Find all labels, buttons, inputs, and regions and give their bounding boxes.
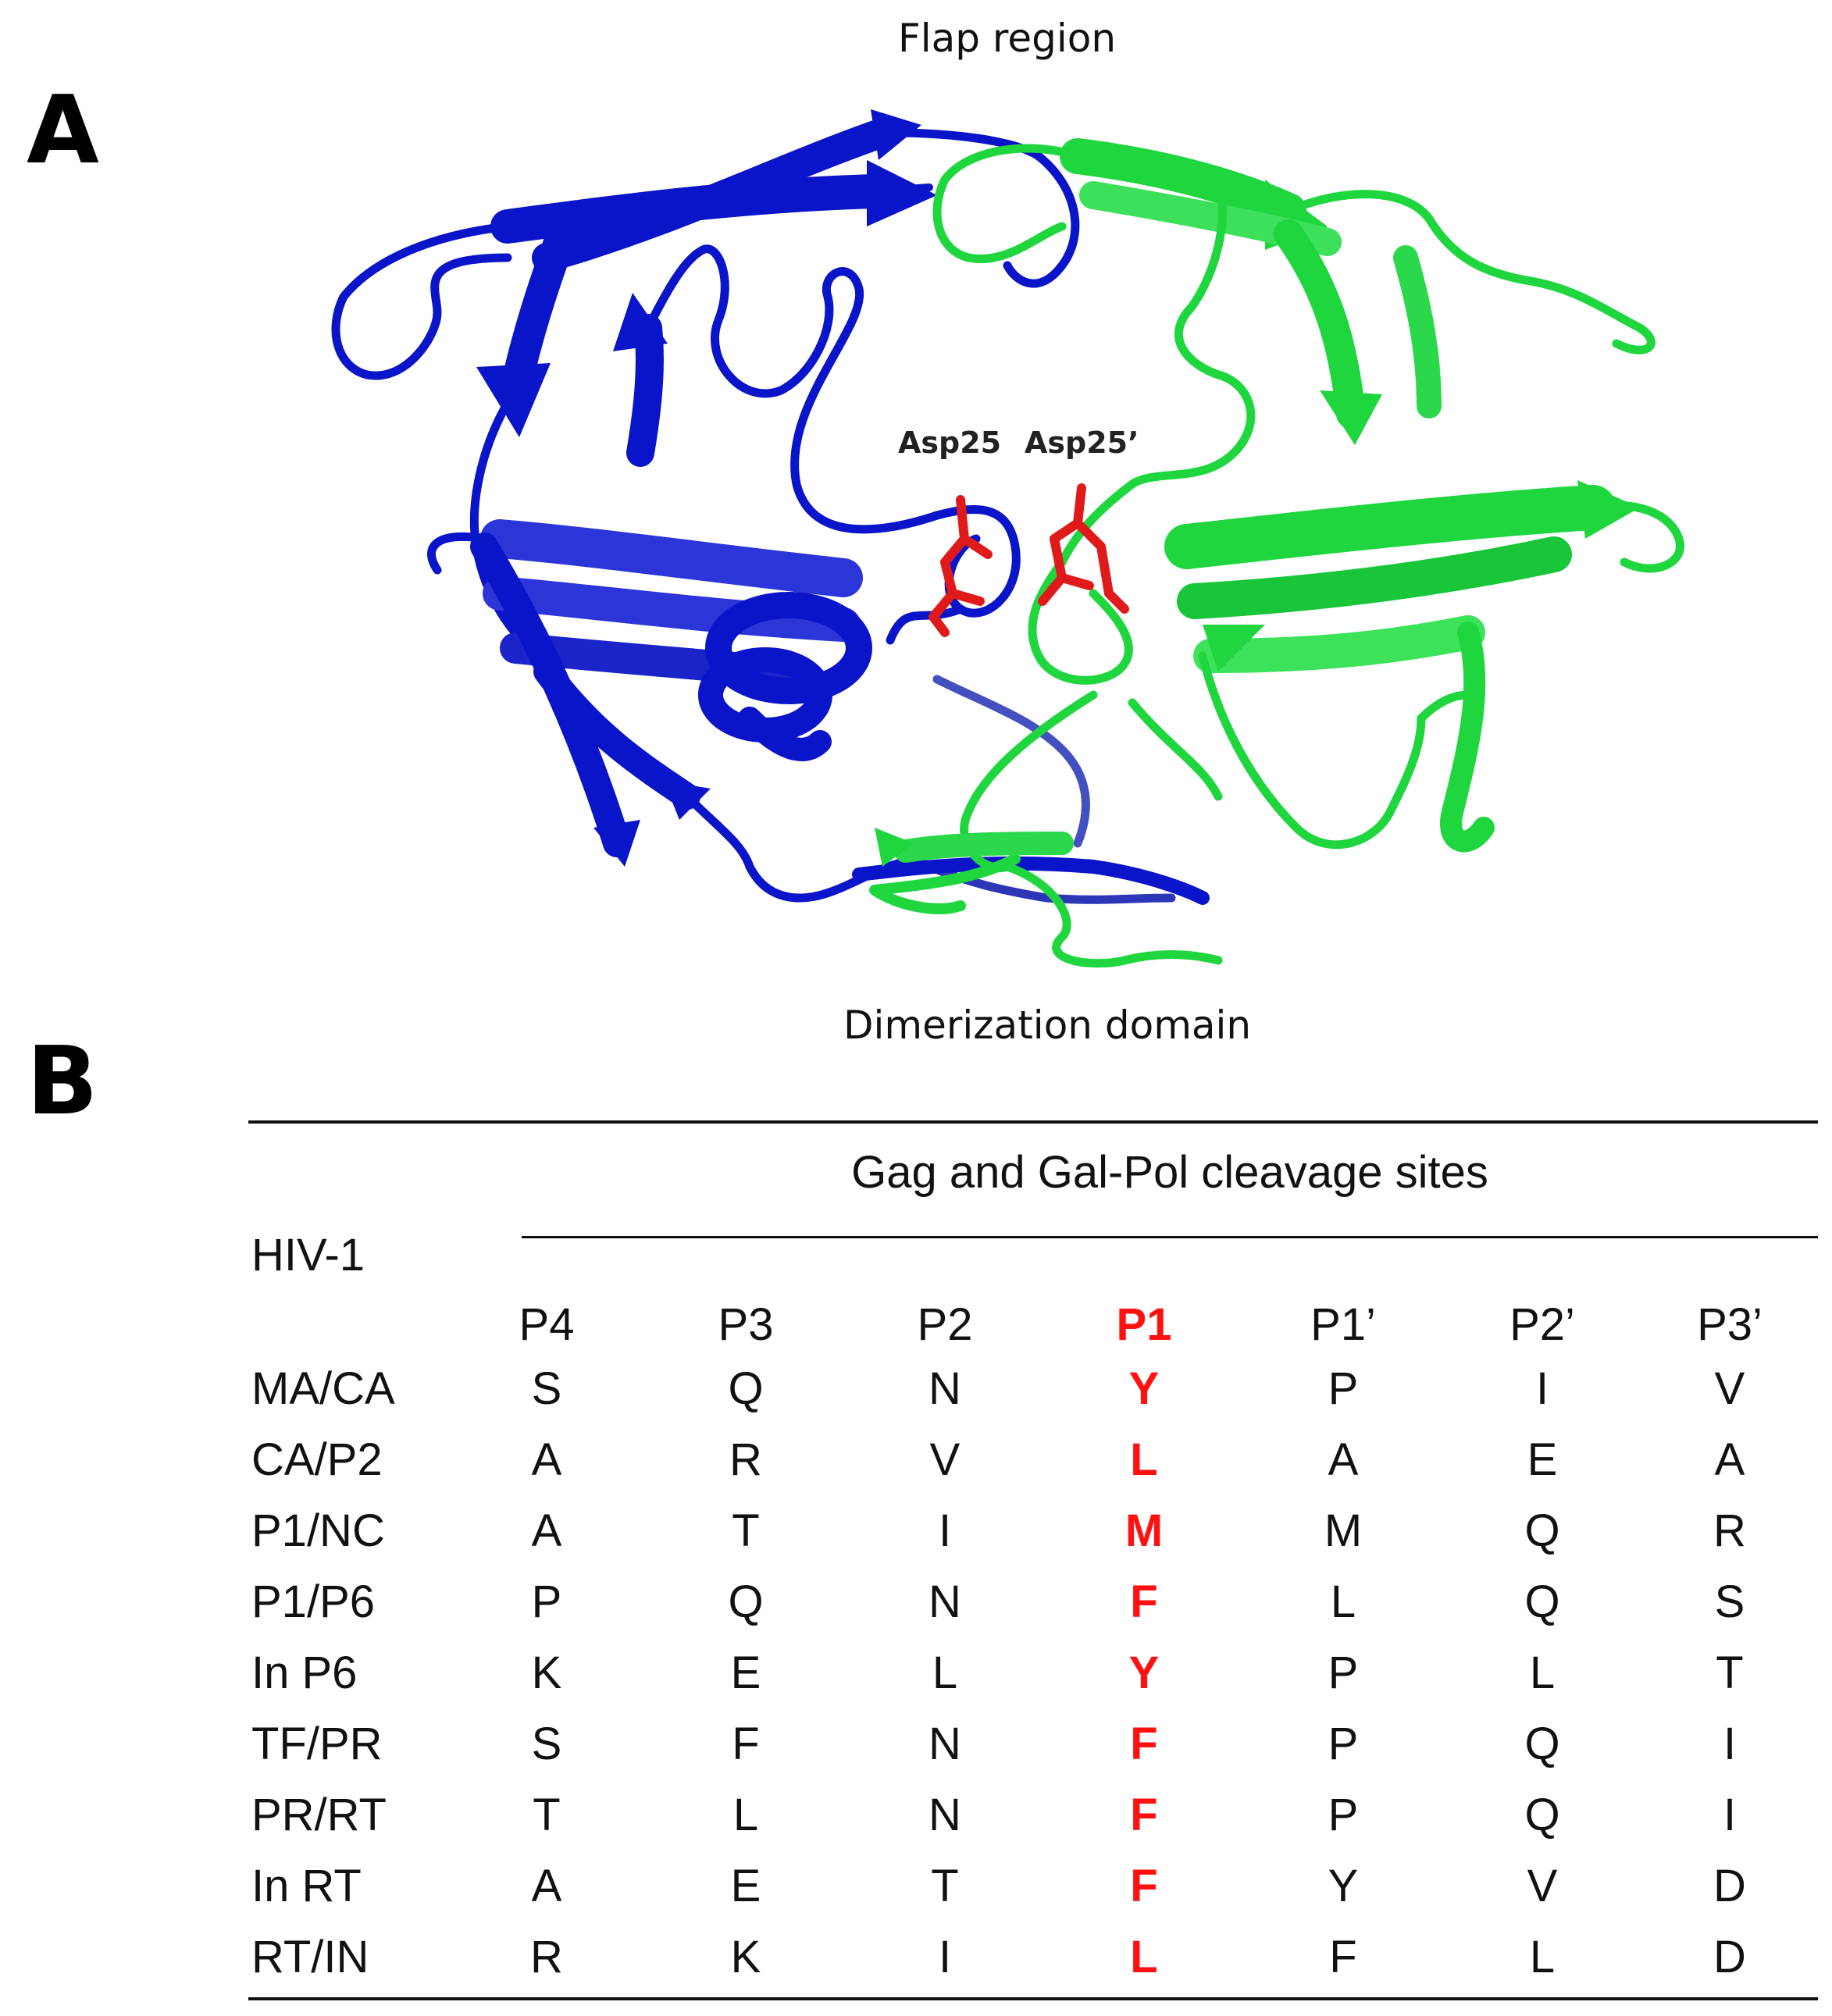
- residue-cell: L: [932, 1647, 958, 1698]
- panel-a-letter: A: [27, 77, 99, 185]
- row-label: In P6: [251, 1647, 358, 1698]
- residue-cell: V: [929, 1434, 961, 1485]
- panel-b-letter: B: [27, 1028, 98, 1136]
- residue-cell: S: [531, 1719, 562, 1769]
- residue-cell: L: [732, 1790, 759, 1840]
- residue-cell: R: [1713, 1505, 1746, 1556]
- residue-cell: I: [1535, 1363, 1549, 1414]
- residue-cell: T: [533, 1790, 561, 1840]
- residue-cell: L: [1130, 1434, 1158, 1485]
- residue-cell: T: [1716, 1647, 1744, 1698]
- column-header: P3: [718, 1299, 774, 1350]
- row-label: PR/RT: [251, 1790, 387, 1840]
- residue-cell: L: [1330, 1576, 1356, 1627]
- residue-cell: Q: [1524, 1790, 1560, 1840]
- residue-cell: Q: [728, 1363, 764, 1414]
- residue-cell: M: [1125, 1505, 1164, 1556]
- residue-cell: R: [729, 1434, 762, 1485]
- row-label: MA/CA: [251, 1363, 395, 1414]
- residue-cell: Y: [1328, 1861, 1359, 1911]
- monomer-2-ribbon: [869, 138, 1684, 968]
- residue-cell: P: [1328, 1363, 1359, 1414]
- residue-cell: N: [928, 1719, 961, 1769]
- table-bottom-rule: [248, 1997, 1818, 2000]
- residue-cell: S: [531, 1363, 562, 1414]
- residue-cell: I: [1723, 1719, 1737, 1769]
- row-label: TF/PR: [251, 1719, 383, 1769]
- residue-cell: L: [1529, 1932, 1556, 1982]
- table-header-rule: [522, 1236, 1818, 1238]
- residue-cell: E: [1527, 1434, 1558, 1485]
- monomer-1-ribbon: [331, 109, 1210, 905]
- residue-cell: N: [928, 1790, 961, 1840]
- residue-cell: E: [730, 1861, 761, 1911]
- residue-cell: V: [1714, 1363, 1745, 1414]
- row-label: P1/NC: [251, 1505, 385, 1556]
- residue-cell: M: [1324, 1505, 1363, 1556]
- organism-label: HIV-1: [251, 1230, 365, 1280]
- residue-cell: D: [1713, 1861, 1746, 1911]
- column-header: P2’: [1509, 1299, 1575, 1350]
- residue-cell: P: [531, 1576, 562, 1627]
- residue-cell: L: [1529, 1647, 1556, 1698]
- residue-cell: P: [1328, 1647, 1359, 1698]
- residue-cell: P: [1328, 1790, 1359, 1840]
- residue-cell: T: [732, 1505, 760, 1556]
- column-header: P1: [1116, 1299, 1172, 1350]
- residue-cell: A: [531, 1434, 562, 1485]
- asp25-prime-label: Asp25’: [1025, 426, 1139, 460]
- residue-cell: Q: [1524, 1576, 1560, 1627]
- residue-cell: Q: [1524, 1719, 1560, 1769]
- residue-cell: K: [730, 1932, 761, 1982]
- row-label: P1/P6: [251, 1576, 375, 1627]
- column-header: P1’: [1310, 1299, 1376, 1350]
- asp25-side-chains: [928, 483, 1129, 637]
- residue-cell: Y: [1128, 1363, 1160, 1414]
- column-header: P4: [519, 1299, 575, 1350]
- residue-cell: F: [1329, 1932, 1357, 1982]
- column-header: P2: [917, 1299, 973, 1350]
- residue-cell: S: [1714, 1576, 1745, 1627]
- row-label: CA/P2: [251, 1434, 383, 1485]
- residue-cell: F: [1130, 1790, 1158, 1840]
- residue-cell: R: [530, 1932, 563, 1982]
- residue-cell: F: [732, 1719, 760, 1769]
- residue-cell: A: [1328, 1434, 1359, 1485]
- residue-cell: F: [1130, 1719, 1158, 1769]
- residue-cell: D: [1713, 1932, 1746, 1982]
- residue-cell: A: [531, 1505, 562, 1556]
- residue-cell: V: [1527, 1861, 1558, 1911]
- residue-cell: F: [1130, 1861, 1158, 1911]
- column-header: P3’: [1697, 1299, 1762, 1350]
- residue-cell: Q: [1524, 1505, 1560, 1556]
- residue-cell: Y: [1128, 1647, 1160, 1698]
- residue-cell: Q: [728, 1576, 764, 1627]
- residue-cell: I: [938, 1932, 952, 1982]
- residue-cell: F: [1130, 1576, 1158, 1627]
- residue-cell: T: [931, 1861, 959, 1911]
- dimerization-domain-label: Dimerization domain: [843, 1003, 1252, 1048]
- residue-cell: N: [928, 1576, 961, 1627]
- table-caption: Gag and Gal-Pol cleavage sites: [851, 1147, 1488, 1198]
- residue-cell: N: [928, 1363, 961, 1414]
- residue-cell: L: [1130, 1932, 1158, 1982]
- residue-cell: A: [1714, 1434, 1745, 1485]
- residue-cell: K: [531, 1647, 562, 1698]
- row-label: RT/IN: [251, 1932, 369, 1982]
- protease-structure: [331, 109, 1684, 968]
- residue-cell: E: [730, 1647, 761, 1698]
- residue-cell: A: [531, 1861, 562, 1911]
- row-label: In RT: [251, 1861, 362, 1911]
- residue-cell: I: [1723, 1790, 1737, 1840]
- table-top-rule: [248, 1120, 1818, 1124]
- asp25-label: Asp25: [898, 426, 1002, 460]
- residue-cell: P: [1328, 1719, 1359, 1769]
- flap-region-label: Flap region: [898, 16, 1117, 61]
- residue-cell: I: [938, 1505, 952, 1556]
